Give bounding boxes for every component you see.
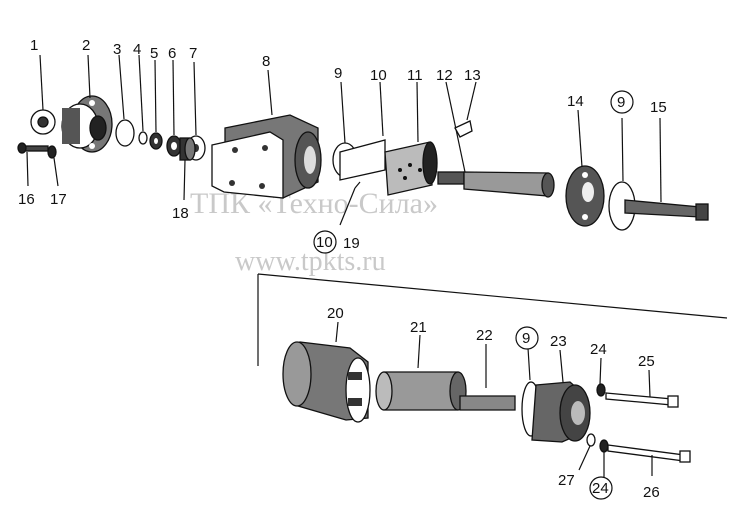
part-18-bushing <box>179 137 196 201</box>
part-23-end-cover <box>531 349 591 443</box>
callout-18: 18 <box>172 205 189 222</box>
part-24-washer <box>596 357 606 397</box>
part-5-washer <box>149 59 163 150</box>
callout-24b-circle <box>589 476 613 500</box>
callout-6: 6 <box>168 45 176 62</box>
callout-14: 14 <box>567 93 584 110</box>
part-27-washer <box>578 433 596 471</box>
part-24-washer-2 <box>599 439 609 480</box>
part-21-rotor <box>375 334 467 411</box>
part-14-end-plate <box>565 109 605 227</box>
callout-9c-circle <box>515 326 539 350</box>
callout-12: 12 <box>436 67 453 84</box>
callout-22: 22 <box>476 327 493 344</box>
part-22-shaft <box>459 344 516 411</box>
part-13-key <box>454 81 477 138</box>
part-16-screw <box>17 142 49 187</box>
callout-10b: 10 <box>316 234 333 251</box>
callout-10: 10 <box>370 67 387 84</box>
callout-8: 8 <box>262 53 270 70</box>
part-19-pin <box>339 181 361 226</box>
callout-9b-circle <box>610 90 634 114</box>
callout-20: 20 <box>327 305 344 322</box>
part-11-sleeve <box>384 81 438 196</box>
part-1-nut <box>30 54 56 135</box>
watermark-url: www.tpkts.ru <box>235 246 386 277</box>
part-2-flange <box>61 54 113 153</box>
part-3-ring <box>115 54 135 147</box>
part-10-shaft <box>339 81 386 181</box>
callout-27: 27 <box>558 472 575 489</box>
callout-23: 23 <box>550 333 567 350</box>
callout-24b: 24 <box>592 480 609 497</box>
part-6-washer <box>166 59 182 157</box>
callout-15: 15 <box>650 99 667 116</box>
part-25-bolt <box>605 369 679 408</box>
part-4-washer <box>138 54 148 145</box>
callout-24: 24 <box>590 341 607 358</box>
callout-9: 9 <box>334 65 342 82</box>
callout-26: 26 <box>643 484 660 501</box>
callout-17: 17 <box>50 191 67 208</box>
callout-9b: 9 <box>617 94 625 111</box>
callout-9c: 9 <box>522 330 530 347</box>
callout-19: 19 <box>343 235 360 252</box>
part-15-bolt <box>624 117 709 221</box>
assembly-frame <box>257 273 728 366</box>
part-17-washer <box>47 145 59 187</box>
callout-3: 3 <box>113 41 121 58</box>
callout-1: 1 <box>30 37 38 54</box>
spline-shaft <box>463 171 555 198</box>
callout-10b-circle <box>313 230 337 254</box>
callout-4: 4 <box>133 41 141 58</box>
callout-2: 2 <box>82 37 90 54</box>
part-26-bolt <box>607 444 691 476</box>
callout-labels: 1 2 3 4 5 6 7 8 9 10 11 12 13 14 9 15 16… <box>18 37 667 501</box>
callout-7: 7 <box>189 45 197 62</box>
callout-11: 11 <box>407 67 423 84</box>
callout-25: 25 <box>638 353 655 370</box>
callout-21: 21 <box>410 319 427 336</box>
callout-13: 13 <box>464 67 481 84</box>
part-20-housing <box>282 321 371 423</box>
callout-5: 5 <box>150 45 158 62</box>
part-8-pump-housing <box>211 69 322 199</box>
callout-16: 16 <box>18 191 35 208</box>
